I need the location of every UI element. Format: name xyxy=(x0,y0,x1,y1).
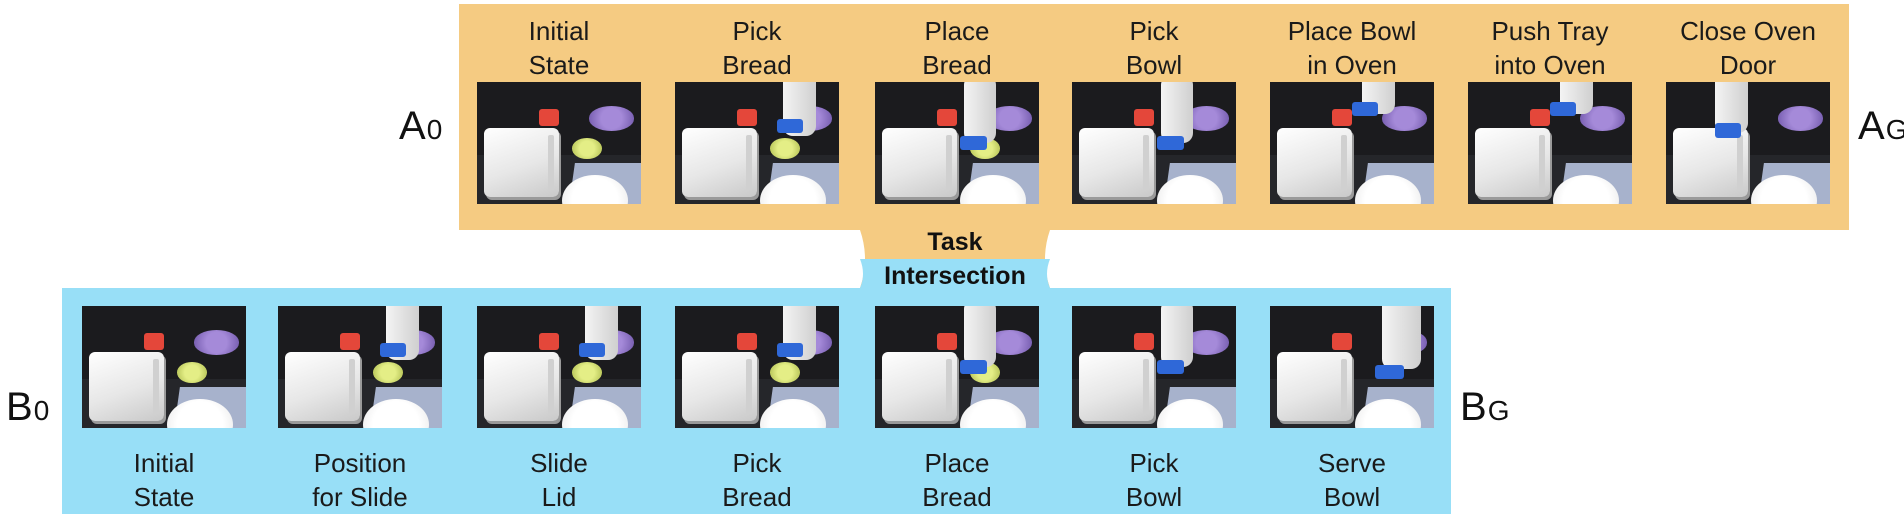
step-caption: Place Bread xyxy=(875,14,1039,82)
sequence-b-step: Place Bread xyxy=(875,306,1039,514)
step-caption: Pick Bread xyxy=(675,14,839,82)
step-caption-line-1: Place xyxy=(924,16,990,46)
step-caption: Initial State xyxy=(82,446,246,514)
step-photo xyxy=(875,306,1039,428)
step-photo xyxy=(1666,82,1830,204)
step-photo xyxy=(477,306,641,428)
step-caption-line-2: Bowl xyxy=(1125,482,1183,512)
sequence-a-step: Place Bread xyxy=(875,14,1039,204)
step-caption-line-2: Bread xyxy=(922,50,992,80)
intersection-subtitle: Intersection xyxy=(884,262,1026,290)
step-caption-line-2: for Slide xyxy=(312,482,408,512)
step-photo xyxy=(1072,306,1236,428)
sequence-b-step: Pick Bowl xyxy=(1072,306,1236,514)
step-caption: Initial State xyxy=(477,14,641,82)
sequence-b-step: Serve Bowl xyxy=(1270,306,1434,514)
step-caption: Pick Bread xyxy=(675,446,839,514)
sequence-b-step: Pick Bread xyxy=(675,306,839,514)
start-state-b-subscript: 0 xyxy=(33,395,50,426)
step-caption-line-1: Push Tray xyxy=(1491,16,1609,46)
task-intersection-connector xyxy=(860,230,1050,288)
goal-state-a-subscript: G xyxy=(1885,114,1904,145)
step-caption-line-2: Lid xyxy=(541,482,577,512)
step-caption-line-1: Initial xyxy=(133,448,195,478)
step-caption: Position for Slide xyxy=(278,446,442,514)
step-caption: Pick Bowl xyxy=(1072,446,1236,514)
step-caption-line-2: Bread xyxy=(722,482,792,512)
sequence-b-step: Initial State xyxy=(82,306,246,514)
step-photo xyxy=(875,82,1039,204)
sequence-a-step: Push Tray into Oven xyxy=(1468,14,1632,204)
step-photo xyxy=(82,306,246,428)
start-state-a-letter: A xyxy=(399,104,426,148)
step-caption: Serve Bowl xyxy=(1270,446,1434,514)
step-caption-line-1: Position xyxy=(313,448,407,478)
sequence-a-step: Pick Bread xyxy=(675,14,839,204)
step-caption-line-1: Slide xyxy=(530,448,588,478)
step-caption-line-2: Bread xyxy=(922,482,992,512)
step-caption-line-2: Bread xyxy=(722,50,792,80)
step-caption-line-2: in Oven xyxy=(1307,50,1397,80)
step-caption-line-1: Place Bowl xyxy=(1287,16,1417,46)
step-caption-line-2: Bowl xyxy=(1125,50,1183,80)
step-caption-line-2: State xyxy=(528,50,590,80)
sequence-a-step: Place Bowl in Oven xyxy=(1270,14,1434,204)
sequence-a-step: Pick Bowl xyxy=(1072,14,1236,204)
step-caption-line-2: State xyxy=(133,482,195,512)
step-caption-line-1: Pick xyxy=(1129,16,1179,46)
step-caption: Place Bowl in Oven xyxy=(1270,14,1434,82)
step-caption-line-2: Bowl xyxy=(1323,482,1381,512)
step-caption: Close Oven Door xyxy=(1666,14,1830,82)
sequence-a-step: Initial State xyxy=(477,14,641,204)
step-caption-line-1: Serve xyxy=(1318,448,1386,478)
step-photo xyxy=(675,306,839,428)
step-caption-line-2: into Oven xyxy=(1494,50,1606,80)
step-caption: Slide Lid xyxy=(477,446,641,514)
goal-state-a-letter: A xyxy=(1858,104,1885,148)
goal-state-b-subscript: G xyxy=(1487,395,1510,426)
step-caption-line-1: Place xyxy=(924,448,990,478)
start-state-a-subscript: 0 xyxy=(426,114,443,145)
start-state-b-letter: B xyxy=(6,385,33,429)
goal-state-b-letter: B xyxy=(1460,385,1487,429)
intersection-title: Task xyxy=(927,228,983,256)
sequence-a-step: Close Oven Door xyxy=(1666,14,1830,204)
step-caption-line-1: Close Oven xyxy=(1680,16,1816,46)
step-photo xyxy=(278,306,442,428)
sequence-b-step: Position for Slide xyxy=(278,306,442,514)
step-caption-line-1: Pick xyxy=(1129,448,1179,478)
step-caption: Pick Bowl xyxy=(1072,14,1236,82)
step-caption: Push Tray into Oven xyxy=(1468,14,1632,82)
step-photo xyxy=(1072,82,1236,204)
step-caption-line-1: Pick xyxy=(732,16,782,46)
step-photo xyxy=(675,82,839,204)
step-photo xyxy=(1270,82,1434,204)
step-caption-line-1: Initial xyxy=(528,16,590,46)
sequence-b-step: Slide Lid xyxy=(477,306,641,514)
step-photo xyxy=(477,82,641,204)
step-caption-line-1: Pick xyxy=(732,448,782,478)
step-caption-line-2: Door xyxy=(1719,50,1777,80)
step-photo xyxy=(1270,306,1434,428)
step-caption: Place Bread xyxy=(875,446,1039,514)
step-photo xyxy=(1468,82,1632,204)
